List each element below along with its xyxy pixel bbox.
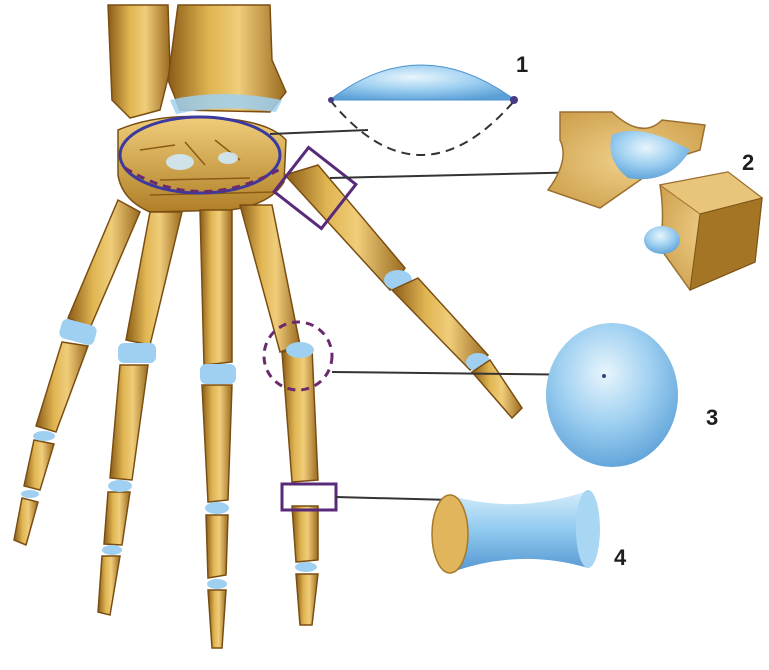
thumb-metacarpal <box>285 165 405 290</box>
middle-finger-bones <box>200 210 236 648</box>
label-4: 4 <box>614 545 627 570</box>
thumb-bones <box>285 165 522 418</box>
label-3: 3 <box>706 405 718 430</box>
ball-joint-model <box>546 323 678 467</box>
leader-line-2 <box>330 172 590 178</box>
forearm-bones <box>108 5 286 118</box>
ulna <box>108 5 170 118</box>
hinge-joint-model <box>432 490 600 573</box>
label-1: 1 <box>516 52 528 77</box>
leader-line-4 <box>336 497 452 500</box>
ellipsoid-joint-model <box>328 65 518 155</box>
saddle-joint-model <box>548 112 762 290</box>
thumb-distal-phalanx <box>472 360 522 418</box>
leader-line-1 <box>270 130 368 134</box>
index-finger-bones <box>240 205 318 625</box>
label-2: 2 <box>742 150 754 175</box>
